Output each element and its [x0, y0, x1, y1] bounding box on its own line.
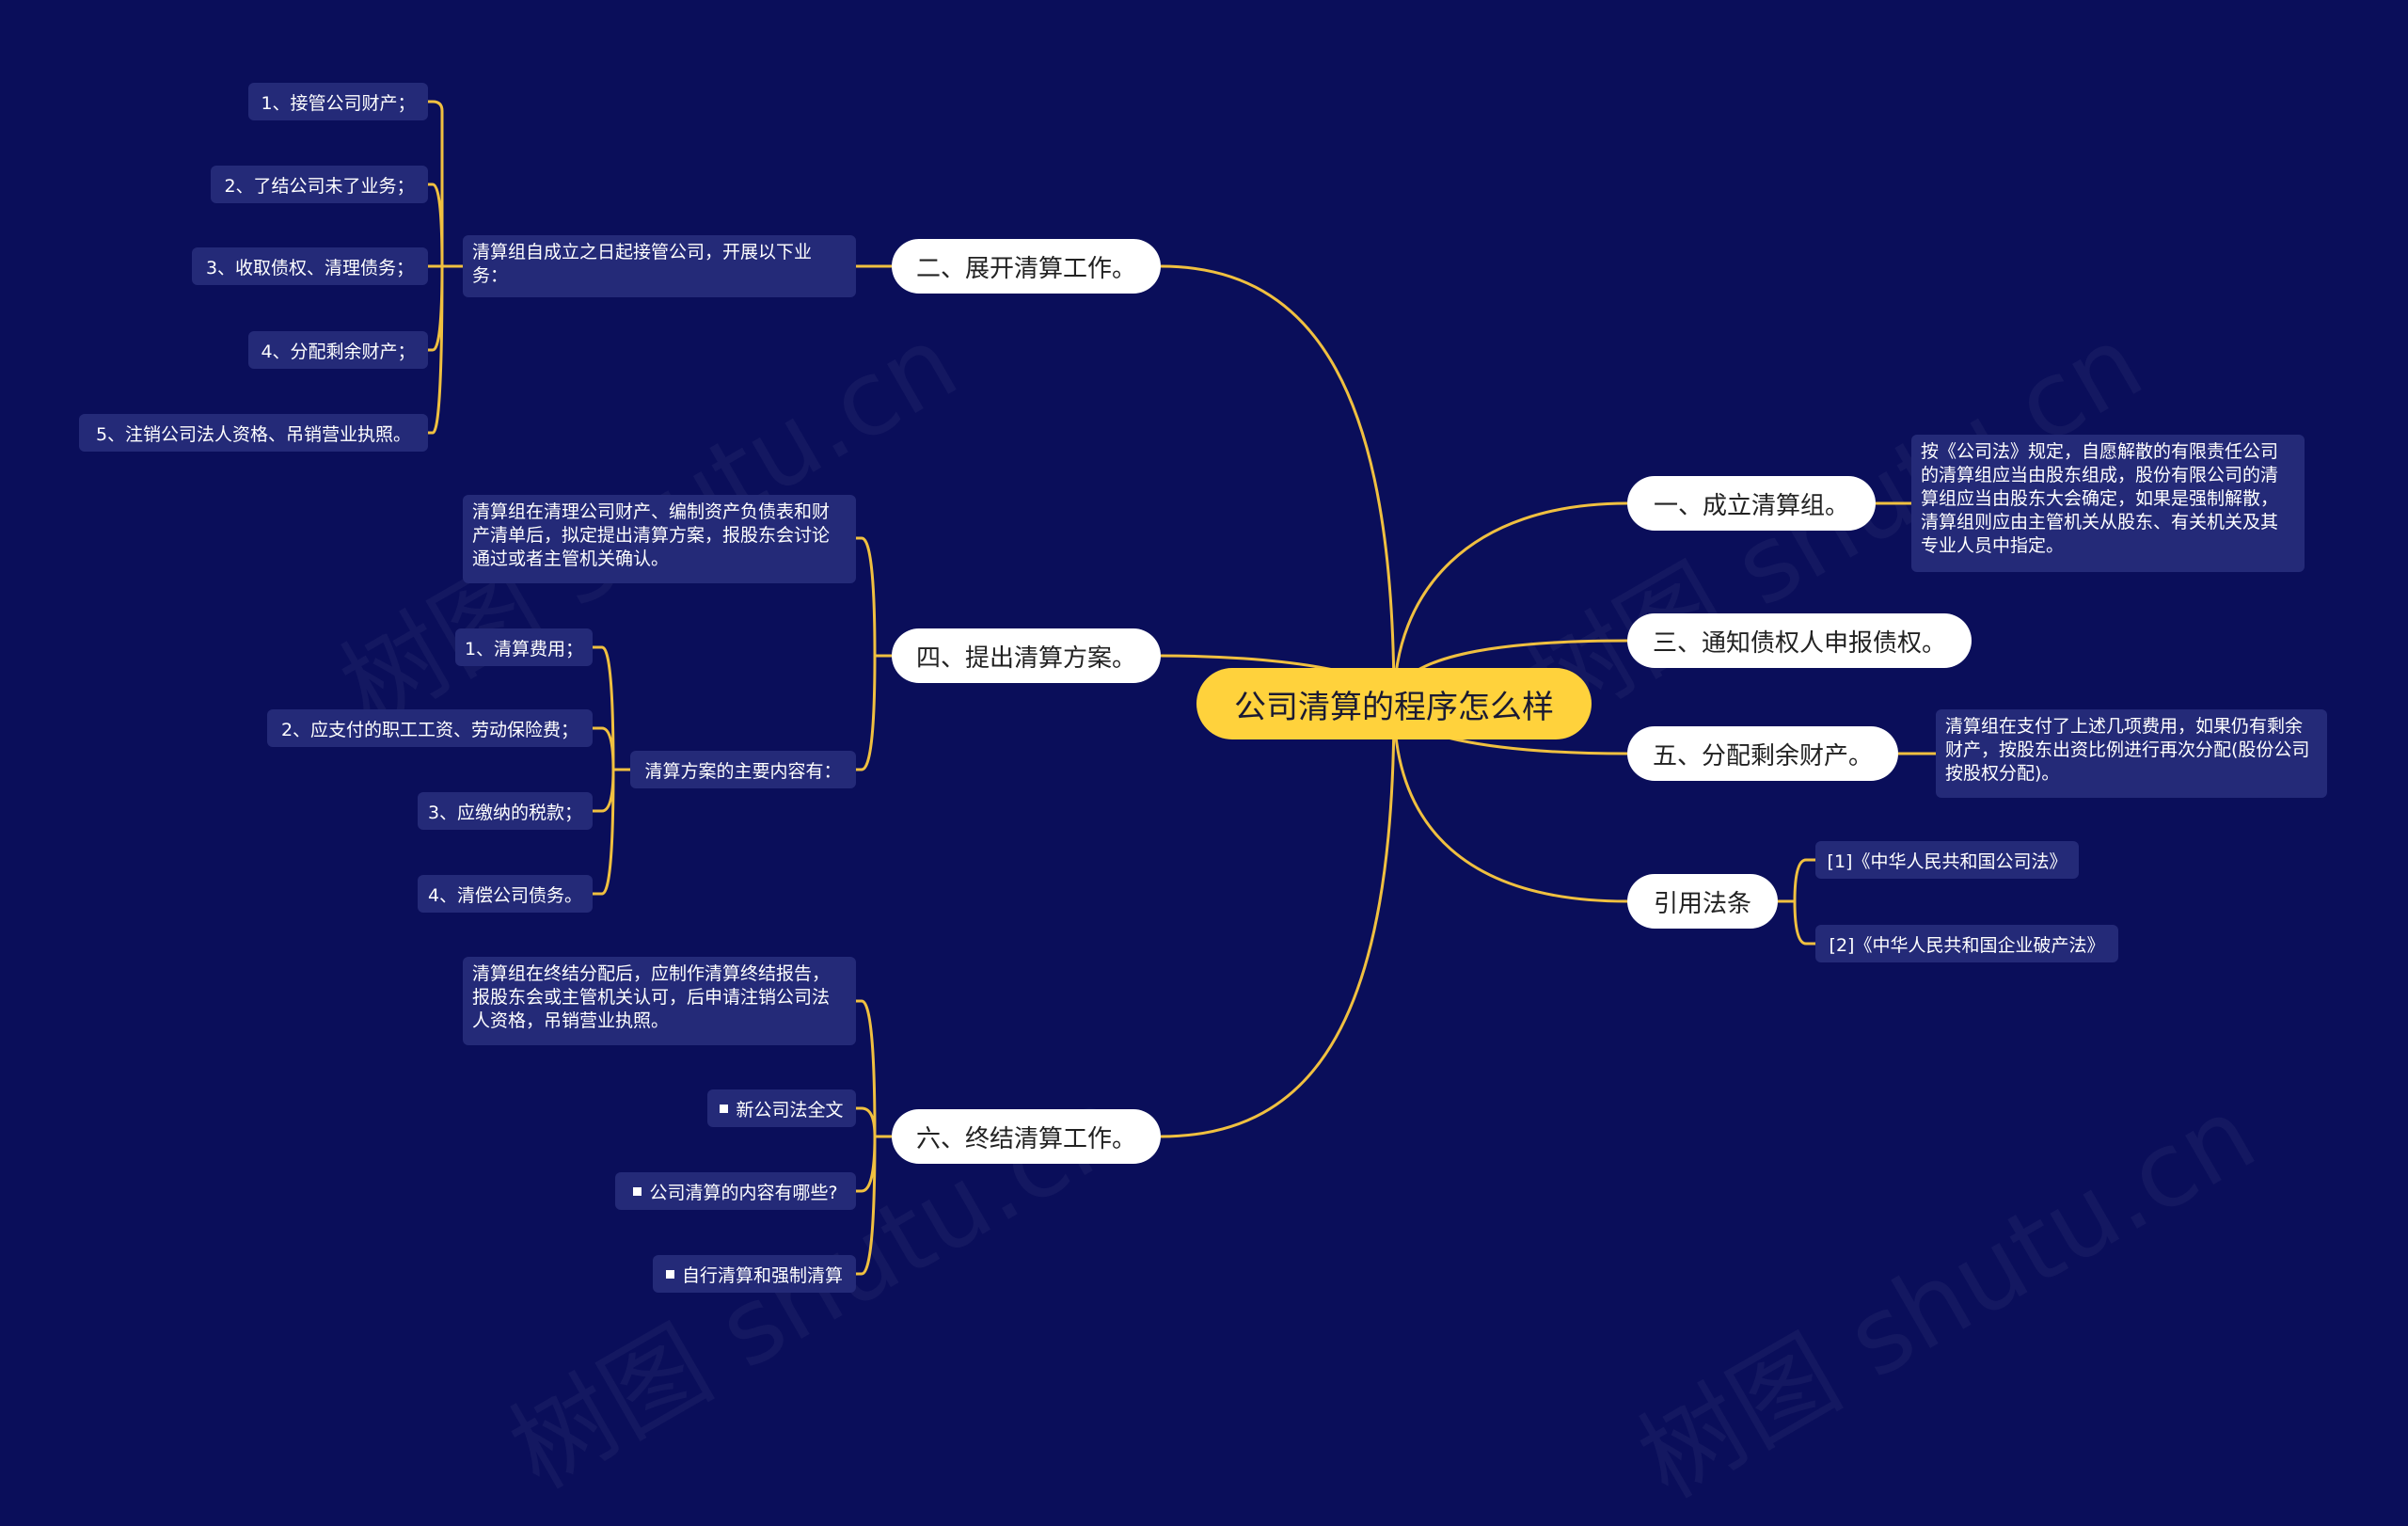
start-clearing-item: 2、了结公司未了业务； [211, 166, 428, 203]
start-clearing-item: 5、注销公司法人资格、吊销营业执照。 [79, 414, 428, 452]
branch-start-clearing[interactable]: 二、展开清算工作。 [892, 239, 1161, 294]
root-node[interactable]: 公司清算的程序怎么样 [1196, 668, 1592, 739]
branch-notify-creditors[interactable]: 三、通知债权人申报债权。 [1627, 613, 1972, 668]
start-clearing-item: 3、收取债权、清理债务； [192, 247, 428, 285]
connector-b6-children [856, 999, 892, 1276]
clearing-plan-item: 3、应缴纳的税款； [418, 792, 593, 830]
connector-root-b2 [1160, 264, 1396, 705]
form-team-detail: 按《公司法》规定，自愿解散的有限责任公司的清算组应当由股东组成，股份有限公司的清… [1911, 435, 2305, 572]
connector-root-b6 [1160, 703, 1396, 1138]
clearing-plan-item: 2、应支付的职工工资、劳动保险费； [267, 709, 593, 747]
clearing-plan-detail: 清算组在清理公司财产、编制资产负债表和财产清单后，拟定提出清算方案，报股东会讨论… [463, 495, 856, 583]
branch-cited-laws[interactable]: 引用法条 [1627, 874, 1778, 929]
distribute-assets-detail: 清算组在支付了上述几项费用，如果仍有剩余财产，按股东出资比例进行再次分配(股份公… [1936, 709, 2327, 798]
connector-b4-items [593, 645, 630, 896]
connector-root-b1 [1392, 501, 1628, 705]
start-clearing-item: 4、分配剩余财产； [248, 331, 428, 369]
branch-distribute-assets[interactable]: 五、分配剩余财产。 [1627, 726, 1898, 781]
branch-end-clearing[interactable]: 六、终结清算工作。 [892, 1109, 1161, 1164]
clearing-plan-item: 4、清偿公司债务。 [418, 875, 593, 913]
branch-clearing-plan[interactable]: 四、提出清算方案。 [892, 628, 1161, 683]
bullet-icon [665, 1269, 674, 1279]
related-link[interactable]: 公司清算的内容有哪些? [615, 1172, 856, 1210]
end-clearing-detail: 清算组在终结分配后，应制作清算终结报告，报股东会或主管机关认可，后申请注销公司法… [463, 957, 856, 1045]
related-link-label: 公司清算的内容有哪些? [649, 1182, 838, 1203]
related-link-label: 自行清算和强制清算 [681, 1264, 843, 1286]
related-link[interactable]: 新公司法全文 [707, 1089, 856, 1127]
connector-b2-items [428, 100, 463, 435]
connector-b4-children [856, 536, 892, 771]
start-clearing-intro: 清算组自成立之日起接管公司，开展以下业务： [463, 235, 856, 297]
clearing-plan-content-label: 清算方案的主要内容有： [630, 751, 856, 788]
related-link-label: 新公司法全文 [736, 1099, 844, 1121]
law-reference[interactable]: [2]《中华人民共和国企业破产法》 [1815, 925, 2118, 962]
connector-b7-refs [1778, 858, 1815, 946]
bullet-icon [720, 1104, 729, 1113]
branch-form-team[interactable]: 一、成立清算组。 [1627, 476, 1876, 531]
law-reference[interactable]: [1]《中华人民共和国公司法》 [1815, 841, 2079, 879]
clearing-plan-item: 1、清算费用； [455, 628, 593, 666]
connector-root-b7 [1392, 703, 1628, 903]
start-clearing-item: 1、接管公司财产； [248, 83, 428, 120]
bullet-icon [633, 1186, 642, 1196]
related-link[interactable]: 自行清算和强制清算 [653, 1255, 856, 1293]
